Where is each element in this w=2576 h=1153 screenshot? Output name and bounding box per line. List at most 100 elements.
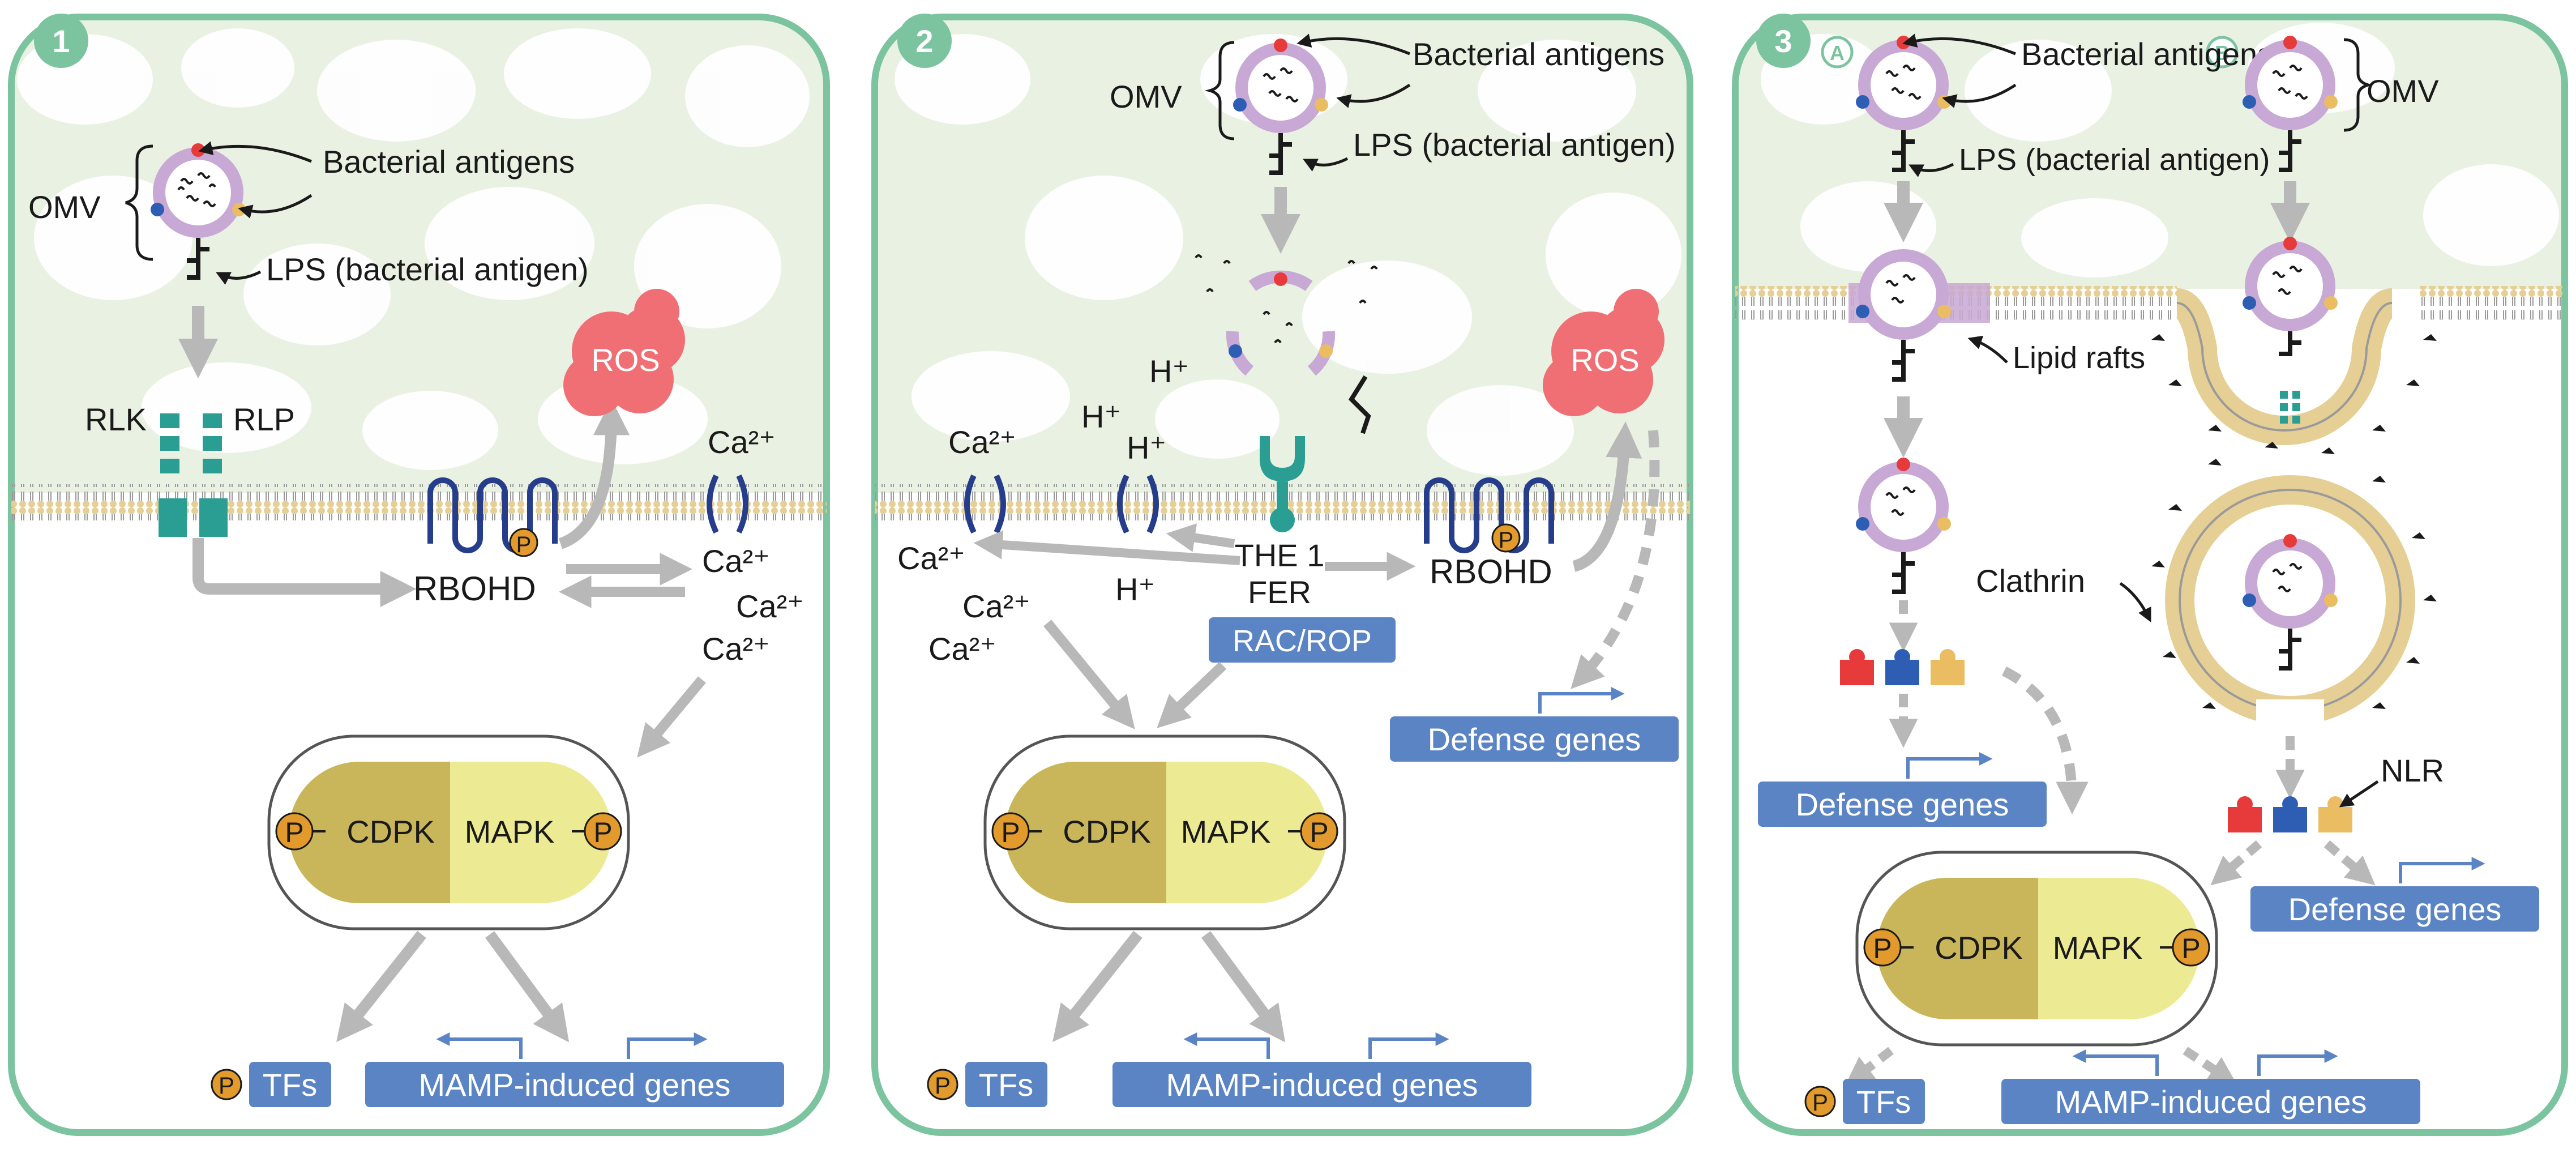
bacterial-antigens-label: Bacterial antigens xyxy=(1413,36,1664,72)
antigen-receptors xyxy=(1840,649,1965,685)
omv-vesicle-icon xyxy=(2243,534,2338,671)
phosphate-icon: P xyxy=(1001,817,1020,848)
calcium-channel-icon xyxy=(964,474,1159,534)
calcium-ion-label: Ca²⁺ xyxy=(702,543,770,579)
gene-arrow-icon xyxy=(2072,1049,2159,1076)
phosphate-icon: P xyxy=(1873,933,1892,964)
tfs-label: TFs xyxy=(979,1067,1033,1103)
tfs-box: P TFs xyxy=(927,1062,1047,1107)
receptor-icon xyxy=(159,413,228,537)
panel-number-badge: 2 xyxy=(897,14,952,68)
proton-label: H⁺ xyxy=(1127,430,1166,466)
bacterial-antigens-label: Bacterial antigens xyxy=(323,144,575,180)
omv-label: OMV xyxy=(1110,79,1182,114)
phosphate-icon: P xyxy=(1499,528,1514,553)
clathrin-vesicle xyxy=(2151,334,2437,728)
mamp-genes-box: MAMP-induced genes xyxy=(1112,1032,1531,1107)
lps-label: LPS (bacterial antigen) xyxy=(1959,143,2270,177)
gene-arrow-icon xyxy=(2257,1049,2338,1076)
proton-label: H⁺ xyxy=(1149,353,1189,389)
calcium-channel-icon xyxy=(707,474,748,534)
kinase-complex: P P CDPK MAPK xyxy=(1855,851,2218,1047)
defense-genes-box: Defense genes xyxy=(1758,752,2047,827)
phosphate-icon: P xyxy=(219,1072,234,1099)
svg-text:1: 1 xyxy=(52,23,70,59)
calcium-ion-label: Ca²⁺ xyxy=(708,424,776,460)
svg-text:A: A xyxy=(1830,41,1845,65)
calcium-ion-label: Ca²⁺ xyxy=(928,631,996,667)
receptor-icon xyxy=(2280,391,2300,424)
phosphate-icon: P xyxy=(516,532,532,557)
gene-arrow-icon xyxy=(1183,1032,1270,1059)
route-b-badge: B xyxy=(2206,36,2239,69)
tfs-box: P TFs xyxy=(211,1062,331,1107)
svg-text:B: B xyxy=(2215,41,2230,65)
lipid-rafts-label: Lipid rafts xyxy=(2013,341,2145,375)
the1-label: THE 1 xyxy=(1235,537,1325,573)
mamp-genes-label: MAMP-induced genes xyxy=(419,1067,731,1103)
rac-rop-box: RAC/ROP xyxy=(1209,617,1396,663)
defense-genes-box: Defense genes xyxy=(2250,857,2539,932)
ros-cloud-icon xyxy=(563,289,685,416)
omv-vesicle-icon xyxy=(1195,254,1378,434)
panel-1: 1 OMV Bacterial antigens LPS (bacterial … xyxy=(8,14,830,1136)
defense-genes-label: Defense genes xyxy=(1428,721,1641,757)
lps-label: LPS (bacterial antigen) xyxy=(1353,127,1676,163)
receptor-icon xyxy=(1260,436,1305,532)
calcium-ion-label: Ca²⁺ xyxy=(962,588,1030,624)
rlk-label: RLK xyxy=(85,402,147,437)
defense-genes-label: Defense genes xyxy=(2288,891,2502,927)
cdpk-label: CDPK xyxy=(1935,930,2023,966)
gene-arrow-icon xyxy=(2399,857,2485,883)
svg-text:3: 3 xyxy=(1774,23,1792,59)
rbohd-protein-icon: P xyxy=(427,477,558,557)
mamp-genes-box: MAMP-induced genes xyxy=(365,1032,784,1107)
gene-arrow-icon xyxy=(1538,687,1625,714)
antigen-receptors xyxy=(2228,796,2352,832)
cdpk-label: CDPK xyxy=(346,814,435,849)
rbohd-protein-icon: P xyxy=(1424,477,1554,553)
omv-vesicle-icon xyxy=(1856,458,1951,594)
kinase-complex: P P CDPK MAPK xyxy=(267,734,630,930)
plasma-membrane xyxy=(11,484,827,520)
omv-vesicle-icon xyxy=(1233,39,1328,175)
phosphate-icon: P xyxy=(593,817,612,848)
calcium-ion-label: Ca²⁺ xyxy=(948,424,1016,460)
rbohd-label: RBOHD xyxy=(1430,553,1552,591)
bacterial-antigens-label: Bacterial antigens xyxy=(2021,36,2273,72)
phosphate-icon: P xyxy=(285,817,303,848)
phosphate-icon: P xyxy=(1812,1089,1828,1116)
phosphate-icon: P xyxy=(935,1072,951,1099)
gene-arrow-icon xyxy=(1368,1032,1449,1059)
mamp-genes-label: MAMP-induced genes xyxy=(1166,1067,1478,1103)
panel-2: 2 OMV Bacterial antigens LPS (bacterial … xyxy=(871,14,1693,1136)
calcium-ion-label: Ca²⁺ xyxy=(702,631,770,667)
omv-vesicle-icon xyxy=(2243,36,2338,172)
plasma-membrane xyxy=(2417,286,2565,320)
mapk-label: MAPK xyxy=(1181,814,1271,849)
calcium-ion-label: Ca²⁺ xyxy=(897,540,965,576)
fer-label: FER xyxy=(1248,574,1311,610)
mamp-genes-label: MAMP-induced genes xyxy=(2055,1084,2367,1120)
ros-cloud-icon xyxy=(1543,289,1664,416)
clathrin-icon xyxy=(2151,334,2437,709)
tfs-box: P TFs xyxy=(1804,1079,1925,1124)
phosphate-icon: P xyxy=(1310,817,1328,848)
omv-vesicle-icon xyxy=(1856,249,1951,382)
mapk-label: MAPK xyxy=(2053,930,2143,966)
phosphate-icon: P xyxy=(2181,933,2200,964)
mamp-genes-box: MAMP-induced genes xyxy=(2001,1049,2420,1124)
svg-text:2: 2 xyxy=(915,23,933,59)
gene-arrow-icon xyxy=(1906,752,1993,779)
omv-label: OMV xyxy=(2367,73,2439,109)
proton-label: H⁺ xyxy=(1081,399,1121,434)
tfs-label: TFs xyxy=(1856,1084,1911,1120)
ros-label: ROS xyxy=(1571,342,1639,378)
defense-genes-box: Defense genes xyxy=(1390,687,1679,762)
nlr-label: NLR xyxy=(2381,753,2444,788)
rbohd-label: RBOHD xyxy=(413,570,536,608)
omv-vesicle-icon xyxy=(2243,237,2338,356)
rac-rop-label: RAC/ROP xyxy=(1233,624,1372,658)
panel-3: 3 A B xyxy=(1732,14,2568,1136)
